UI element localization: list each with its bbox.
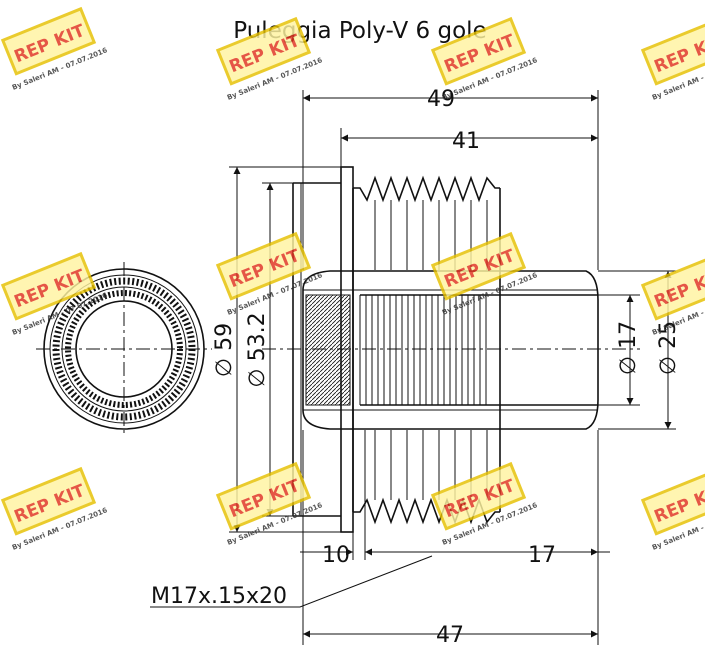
dim-thread-spec: M17x.15x20 <box>151 584 287 609</box>
front-view <box>36 262 212 436</box>
dim-dia-groove: ∅ 53.2 <box>245 312 270 387</box>
dim-overall-width: 49 <box>427 87 455 112</box>
thread-region <box>305 294 351 406</box>
bore-thread-lines <box>359 295 487 405</box>
pulley-hub <box>302 270 599 430</box>
dim-pulley-width: 41 <box>452 129 480 154</box>
side-view <box>262 166 640 533</box>
dim-thread-depth: 10 <box>322 543 350 568</box>
dim-total-length: 47 <box>436 623 464 648</box>
dim-dia-hub: ∅ 25 <box>656 321 681 375</box>
dim-hub-length: 17 <box>528 543 556 568</box>
dim-dia-bore: ∅ 17 <box>616 321 641 375</box>
grooves-top <box>353 175 500 203</box>
dim-dia-flange: ∅ 59 <box>212 323 237 377</box>
dimension-lines <box>150 90 676 645</box>
